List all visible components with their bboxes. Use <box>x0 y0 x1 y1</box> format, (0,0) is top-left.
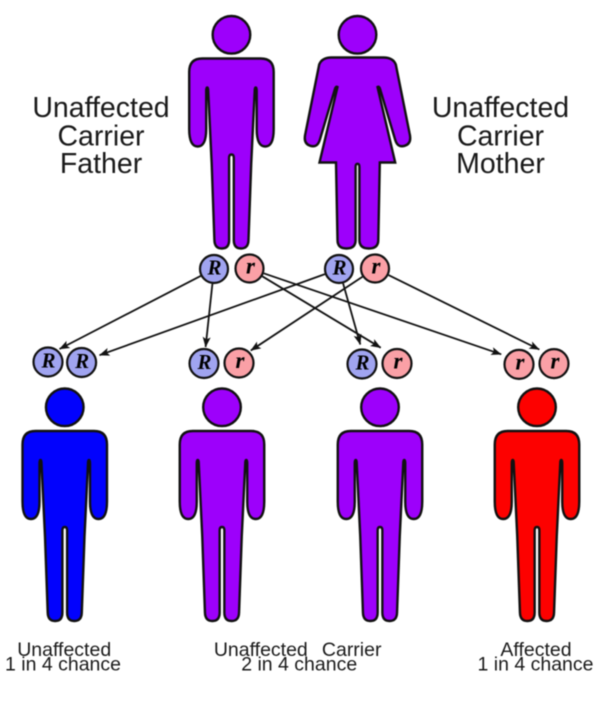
svg-text:Unaffected: Unaffected <box>214 639 308 661</box>
svg-text:Affected: Affected <box>500 639 571 661</box>
svg-text:1 in 4 chance: 1 in 4 chance <box>477 654 593 676</box>
svg-text:Carrier: Carrier <box>322 639 382 661</box>
svg-text:r: r <box>394 349 404 374</box>
svg-text:r: r <box>516 349 526 374</box>
svg-text:Unaffected: Unaffected <box>17 639 111 661</box>
svg-text:R: R <box>206 256 221 280</box>
svg-text:R: R <box>196 350 211 374</box>
svg-text:Unaffected: Unaffected <box>32 92 169 124</box>
svg-text:R: R <box>74 349 89 373</box>
svg-text:Father: Father <box>60 148 143 180</box>
svg-text:r: r <box>551 349 561 374</box>
svg-text:R: R <box>331 256 346 280</box>
svg-text:Mother: Mother <box>456 148 545 180</box>
svg-text:2 in 4 chance: 2 in 4 chance <box>241 654 357 676</box>
svg-text:r: r <box>236 348 246 373</box>
svg-text:Carrier: Carrier <box>57 121 145 153</box>
svg-text:R: R <box>354 351 369 375</box>
svg-text:Carrier: Carrier <box>457 121 545 153</box>
svg-text:r: r <box>246 254 256 279</box>
svg-text:r: r <box>372 254 382 279</box>
svg-text:R: R <box>40 349 55 373</box>
svg-text:Unaffected: Unaffected <box>432 92 569 124</box>
svg-text:1 in 4 chance: 1 in 4 chance <box>5 654 121 676</box>
